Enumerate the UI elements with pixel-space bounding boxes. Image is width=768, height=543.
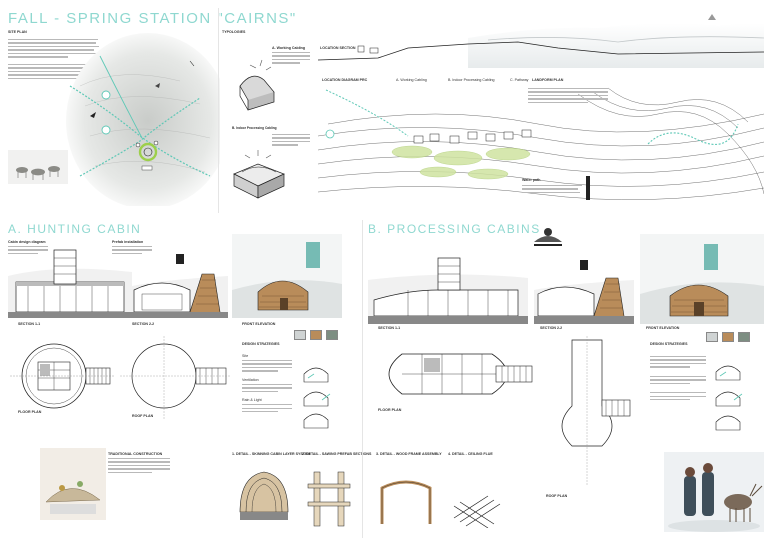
section-a-detail-2: 2. DETAIL - SAWING PREFAB SECTIONS xyxy=(302,452,372,456)
section-a-detail-4: 4. DETAIL - CEILING FLUE xyxy=(448,452,493,456)
section-a-design-strategies: DESIGN STRATEGIES xyxy=(242,342,280,346)
section-b-drawing-1 xyxy=(368,250,528,324)
section-a-detail-1: 1. DETAIL - SKINNING CABIN LAYER SYSTEM xyxy=(232,452,311,456)
section-a-drawing-1 xyxy=(8,246,132,318)
section-a-section-2: SECTION 2-2 xyxy=(132,322,155,326)
section-b-section-2: SECTION 2-2 xyxy=(540,326,563,330)
section-b-design-strategies: DESIGN STRATEGIES xyxy=(650,342,688,346)
section-a-note-right: Prefab installation xyxy=(112,240,144,244)
section-b-title: B. PROCESSING CABINS xyxy=(368,222,541,236)
roof-plan-b xyxy=(546,336,636,486)
detail-4-drawing xyxy=(448,488,508,528)
section-a-section-1: SECTION 1-1 xyxy=(18,322,41,326)
site-plan-label: SITE PLAN xyxy=(8,30,27,34)
detail-2-drawing xyxy=(302,462,358,534)
site-plan-map xyxy=(60,26,220,206)
location-diagram-label: LOCATION DIAGRAM PRC xyxy=(322,78,368,82)
strategy-rain-light: Rain & Light xyxy=(242,398,262,403)
scale-bar xyxy=(586,176,590,200)
section-b-front-elevation: FRONT ELEVATION xyxy=(646,326,680,330)
detail-3-drawing xyxy=(376,470,436,530)
divider-top-left xyxy=(218,8,219,213)
section-b-drawing-2 xyxy=(534,250,634,324)
roof-plan-a xyxy=(120,336,230,420)
section-a-floor-plan: FLOOR PLAN xyxy=(18,410,42,414)
marker-c-label: C. Pathway xyxy=(510,78,529,82)
section-a-traditional: TRADITIONAL CONSTRUCTION xyxy=(108,452,163,456)
strategy-site: Site xyxy=(242,354,249,358)
typology-b-label: B. Indoor Processing Cabling xyxy=(232,126,277,130)
material-swatches-a xyxy=(294,330,338,340)
section-a-roof-plan: ROOF PLAN xyxy=(132,414,154,418)
typologies-panel: TYPOLOGIES A. Working Cabling B. Indoor … xyxy=(222,30,312,210)
section-b-floor-plan: FLOOR PLAN xyxy=(378,408,402,412)
section-b-section-1: SECTION 1-1 xyxy=(378,326,401,330)
material-swatches-b xyxy=(706,332,750,342)
section-a-drawing-2 xyxy=(132,246,228,318)
section-a-note-left: Cabin design diagram xyxy=(8,240,46,244)
divider-bottom-middle xyxy=(362,220,363,538)
section-a-title: A. HUNTING CABIN xyxy=(8,222,142,236)
typologies-label: TYPOLOGIES xyxy=(222,30,246,34)
strategy-ventilation: Ventilation xyxy=(242,377,259,382)
front-elevation-b xyxy=(640,234,764,324)
snowmobile-sketch xyxy=(530,220,566,250)
traditional-sketch xyxy=(40,448,106,520)
site-plan-text: SITE PLAN xyxy=(8,30,100,86)
typology-a-label: A. Working Cabling xyxy=(272,46,306,50)
marker-b-label: B. Indoor Processing Cabling xyxy=(448,78,495,82)
design-strategies-b: DESIGN STRATEGIES xyxy=(650,342,758,442)
location-section-label: LOCATION SECTION xyxy=(320,46,356,50)
marker-a-label: A. Working Cabling xyxy=(396,78,427,82)
floor-plan-a xyxy=(10,336,114,416)
main-title: FALL - SPRING STATION "CAIRNS" xyxy=(8,10,297,27)
location-section: LOCATION SECTION xyxy=(318,8,764,68)
section-b-roof-plan: ROOF PLAN xyxy=(546,494,568,498)
floor-plan-b xyxy=(372,336,538,412)
water-path-legend: Water path xyxy=(522,178,586,202)
reindeer-sketch xyxy=(8,150,68,184)
section-a-detail-3: 3. DETAIL - WOOD FRAME ASSEMBLY xyxy=(376,452,442,456)
landform-map xyxy=(318,84,764,212)
design-strategies-a: DESIGN STRATEGIES Site Ventilation Rain … xyxy=(242,342,344,442)
section-a-front-elevation: FRONT ELEVATION xyxy=(242,322,276,326)
detail-1-drawing xyxy=(232,462,296,534)
water-path-label: Water path xyxy=(522,178,541,182)
landform-label: LANDFORM PLAN xyxy=(532,78,564,82)
people-reindeer-photo xyxy=(664,452,764,532)
front-elevation-a xyxy=(232,234,342,318)
